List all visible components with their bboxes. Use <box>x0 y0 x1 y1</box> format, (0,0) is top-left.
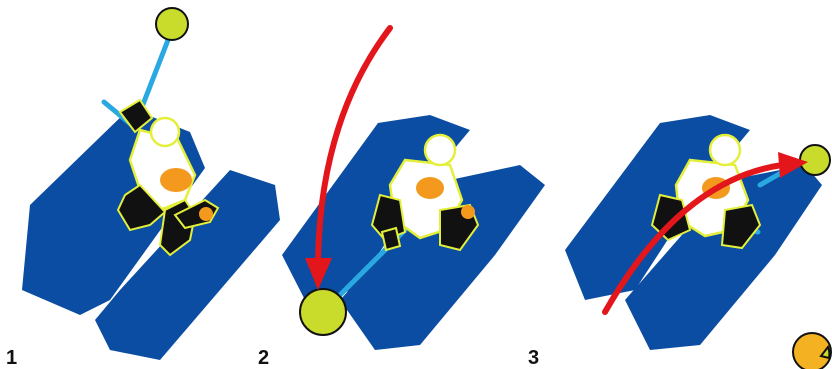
curved-arrow-icon <box>602 152 808 315</box>
ball-icon <box>799 144 831 176</box>
kneeling-person-icon <box>370 133 480 252</box>
ball-icon <box>792 332 832 369</box>
panel-2: 2 <box>258 115 545 369</box>
step-number: 1 <box>6 347 17 369</box>
panel-3: 3 <box>528 115 831 369</box>
ball-icon <box>299 288 347 336</box>
exercise-mat-icon <box>565 115 822 350</box>
step-number: 2 <box>258 347 269 369</box>
curved-arrow-icon <box>305 25 393 290</box>
ball-icon <box>155 7 189 41</box>
panel-1: 1 <box>6 7 280 369</box>
kneeling-person-icon <box>116 98 220 257</box>
step-number: 3 <box>528 347 539 369</box>
